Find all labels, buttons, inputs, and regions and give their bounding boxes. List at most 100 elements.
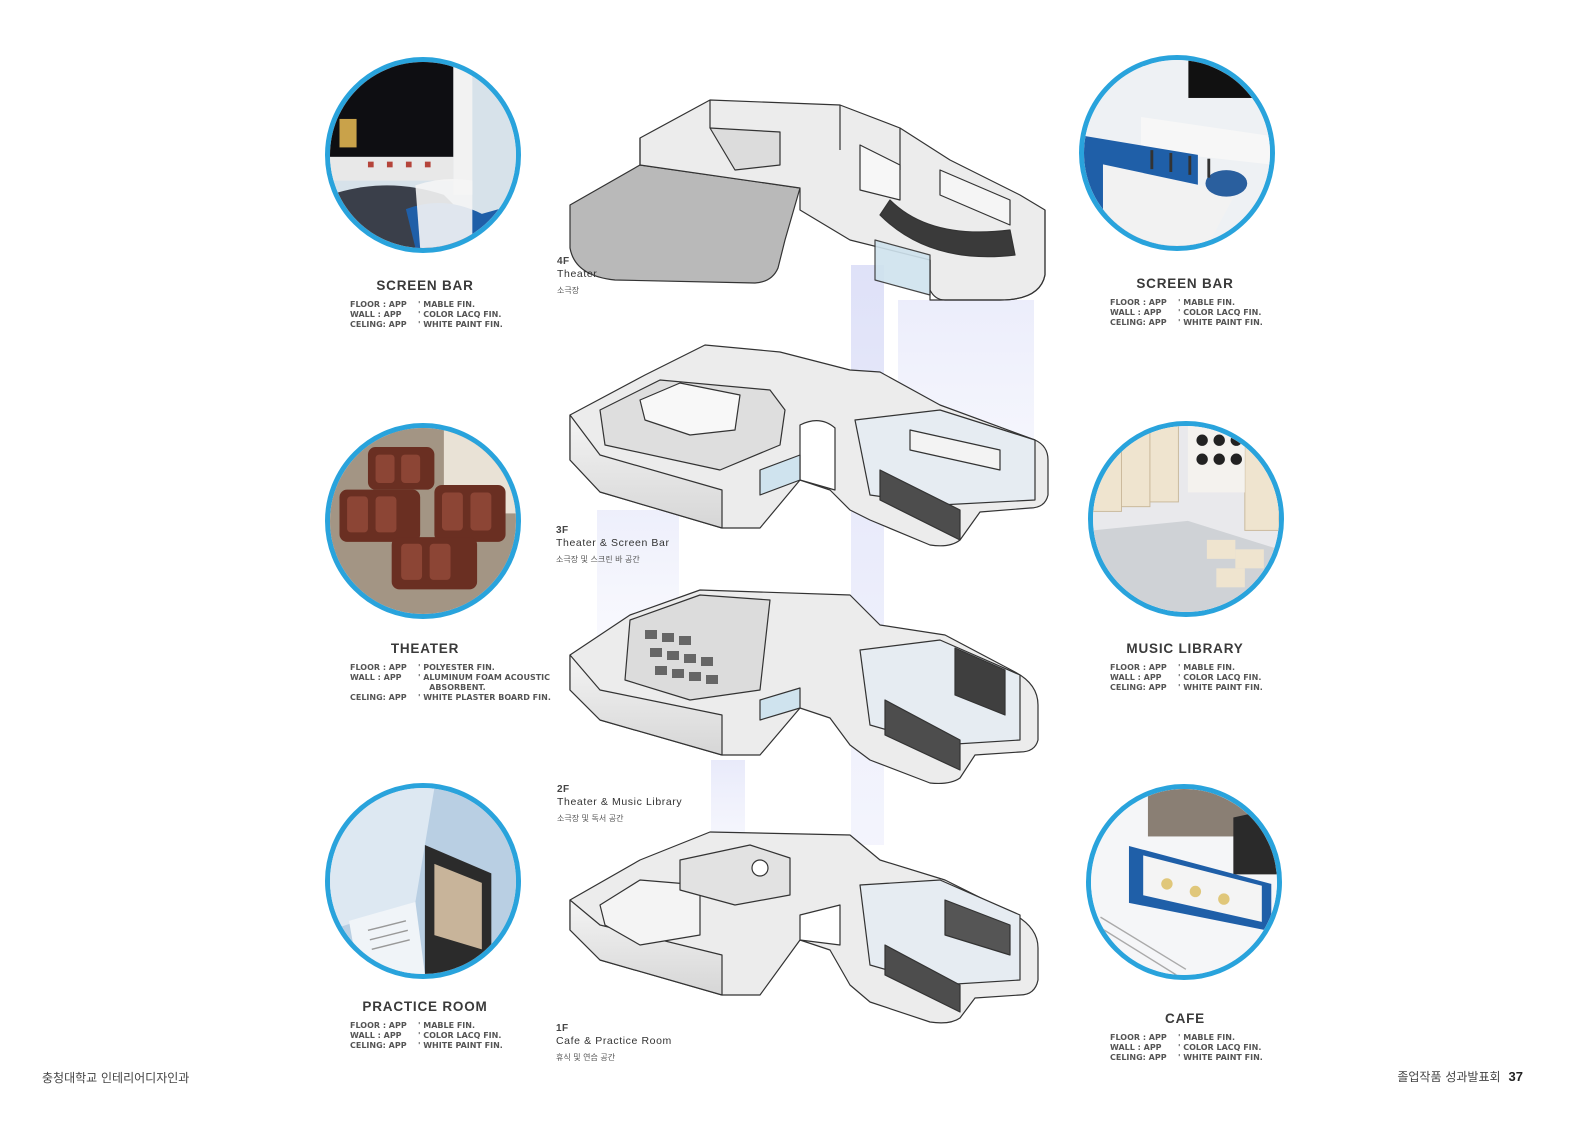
spec-music-library: MUSIC LIBRARY FLOOR : APP ' MABLE FIN. WA… bbox=[1085, 641, 1325, 693]
footer-event-title: 졸업작품 성과발표회 bbox=[1397, 1070, 1501, 1084]
floor-level: 2F bbox=[557, 784, 570, 795]
footer-event: 졸업작품 성과발표회 37 bbox=[1397, 1068, 1523, 1085]
spec-key: CELING: APP bbox=[1110, 318, 1167, 327]
floor-name-korean: 소극장 및 스크린 바 공간 bbox=[556, 555, 640, 564]
spec-key: FLOOR : APP bbox=[350, 1021, 407, 1030]
spec-row: FLOOR : APP ' MABLE FIN. bbox=[1110, 1033, 1325, 1043]
spec-key: WALL : APP bbox=[350, 310, 402, 319]
spec-value: ' COLOR LACQ FIN. bbox=[418, 1031, 502, 1040]
spec-key: WALL : APP bbox=[1110, 1043, 1162, 1052]
spec-key: WALL : APP bbox=[350, 673, 402, 682]
spec-row: CELING: APP ' WHITE PAINT FIN. bbox=[350, 320, 565, 330]
spec-row: ABSORBENT. bbox=[350, 683, 565, 693]
floor-level: 4F bbox=[557, 256, 570, 267]
spec-value: ' MABLE FIN. bbox=[1178, 298, 1236, 307]
spec-row: FLOOR : APP ' MABLE FIN. bbox=[350, 1021, 565, 1031]
spec-row: CELING: APP ' WHITE PAINT FIN. bbox=[1110, 683, 1325, 693]
image-screen-bar-4f bbox=[325, 57, 521, 253]
spec-value: ' COLOR LACQ FIN. bbox=[1178, 1043, 1262, 1052]
plan-1f bbox=[569, 831, 1039, 1024]
spec-practice-room: PRACTICE ROOM FLOOR : APP ' MABLE FIN. WA… bbox=[325, 999, 565, 1051]
spec-value: ' WHITE PAINT FIN. bbox=[1178, 1053, 1263, 1062]
spec-key: CELING: APP bbox=[350, 693, 407, 702]
footer-department: 충청대학교 인테리어디자인과 bbox=[42, 1071, 190, 1085]
image-theater bbox=[325, 423, 521, 619]
spec-title: PRACTICE ROOM bbox=[362, 999, 488, 1014]
floor-label-1f: 1F Cafe & Practice Room 휴식 및 연습 공간 bbox=[556, 1023, 672, 1063]
spec-value: ' ALUMINUM FOAM ACOUSTIC bbox=[418, 673, 551, 682]
spec-value: ' WHITE PAINT FIN. bbox=[418, 320, 503, 329]
spec-value: ' MABLE FIN. bbox=[418, 1021, 476, 1030]
spec-value: ABSORBENT. bbox=[418, 683, 486, 692]
spec-value: ' MABLE FIN. bbox=[1178, 663, 1236, 672]
spec-title: MUSIC LIBRARY bbox=[1126, 641, 1244, 656]
spec-title: SCREEN BAR bbox=[1136, 276, 1234, 291]
spec-key: FLOOR : APP bbox=[1110, 298, 1167, 307]
image-music-library bbox=[1088, 421, 1284, 617]
spec-value: ' WHITE PAINT FIN. bbox=[1178, 318, 1263, 327]
spec-key: CELING: APP bbox=[350, 1041, 407, 1050]
floor-label-4f: 4F Theater 소극장 bbox=[557, 256, 597, 296]
spec-key: WALL : APP bbox=[1110, 673, 1162, 682]
spec-key: FLOOR : APP bbox=[350, 300, 407, 309]
spec-key: CELING: APP bbox=[1110, 683, 1167, 692]
spec-value: ' POLYESTER FIN. bbox=[418, 663, 495, 672]
spec-row: CELING: APP ' WHITE PAINT FIN. bbox=[1110, 1053, 1325, 1063]
spec-key: WALL : APP bbox=[350, 1031, 402, 1040]
spec-value: ' COLOR LACQ FIN. bbox=[1178, 308, 1262, 317]
spec-row: FLOOR : APP ' MABLE FIN. bbox=[1110, 298, 1325, 308]
spec-key: WALL : APP bbox=[1110, 308, 1162, 317]
spec-screen-bar-left: SCREEN BAR FLOOR : APP ' MABLE FIN. WALL … bbox=[325, 278, 565, 330]
floor-level: 1F bbox=[556, 1023, 569, 1034]
spec-value: ' COLOR LACQ FIN. bbox=[1178, 673, 1262, 682]
spec-key: FLOOR : APP bbox=[350, 663, 407, 672]
floor-name: Theater bbox=[557, 268, 598, 280]
spec-key: CELING: APP bbox=[1110, 1053, 1167, 1062]
floor-label-3f: 3F Theater & Screen Bar 소극장 및 스크린 바 공간 bbox=[556, 525, 670, 565]
spec-value: ' COLOR LACQ FIN. bbox=[418, 310, 502, 319]
image-practice-room bbox=[325, 783, 521, 979]
spec-key: CELING: APP bbox=[350, 320, 407, 329]
spec-key: FLOOR : APP bbox=[1110, 1033, 1167, 1042]
spec-title: THEATER bbox=[390, 641, 460, 656]
spec-value: ' WHITE PAINT FIN. bbox=[418, 1041, 503, 1050]
spec-row: FLOOR : APP ' MABLE FIN. bbox=[1110, 663, 1325, 673]
floor-label-2f: 2F Theater & Music Library 소극장 및 독서 공간 bbox=[557, 784, 682, 824]
spec-value: ' WHITE PLASTER BOARD FIN. bbox=[418, 693, 551, 702]
plan-3f bbox=[569, 344, 1049, 547]
spec-row: CELING: APP ' WHITE PAINT FIN. bbox=[350, 1041, 565, 1051]
image-screen-bar-3f bbox=[1079, 55, 1275, 251]
spec-value: ' WHITE PAINT FIN. bbox=[1178, 683, 1263, 692]
spec-row: WALL : APP ' COLOR LACQ FIN. bbox=[1110, 1043, 1325, 1053]
spec-key: FLOOR : APP bbox=[1110, 663, 1167, 672]
floor-name-korean: 휴식 및 연습 공간 bbox=[556, 1053, 616, 1062]
spec-row: WALL : APP ' ALUMINUM FOAM ACOUSTIC bbox=[350, 673, 565, 683]
spec-row: FLOOR : APP ' MABLE FIN. bbox=[350, 300, 565, 310]
spec-screen-bar-right: SCREEN BAR FLOOR : APP ' MABLE FIN. WALL … bbox=[1085, 276, 1325, 328]
floor-name: Theater & Screen Bar bbox=[556, 537, 670, 549]
spec-theater: THEATER FLOOR : APP ' POLYESTER FIN. WALL… bbox=[325, 641, 565, 703]
spec-value: ' MABLE FIN. bbox=[1178, 1033, 1236, 1042]
spec-row: WALL : APP ' COLOR LACQ FIN. bbox=[350, 310, 565, 320]
plan-4f bbox=[569, 99, 1046, 301]
plan-2f bbox=[569, 589, 1039, 785]
floor-name-korean: 소극장 bbox=[557, 286, 580, 295]
spec-row: CELING: APP ' WHITE PAINT FIN. bbox=[1110, 318, 1325, 328]
spec-row: WALL : APP ' COLOR LACQ FIN. bbox=[350, 1031, 565, 1041]
floor-name: Cafe & Practice Room bbox=[556, 1035, 672, 1047]
spec-value: ' MABLE FIN. bbox=[418, 300, 476, 309]
spec-cafe: CAFE FLOOR : APP ' MABLE FIN. WALL : APP '… bbox=[1085, 1011, 1325, 1063]
spec-title: CAFE bbox=[1165, 1011, 1205, 1026]
spec-row: WALL : APP ' COLOR LACQ FIN. bbox=[1110, 673, 1325, 683]
spec-row: FLOOR : APP ' POLYESTER FIN. bbox=[350, 663, 565, 673]
floor-name: Theater & Music Library bbox=[557, 796, 683, 808]
light-beams bbox=[597, 265, 1034, 850]
page-number: 37 bbox=[1508, 1069, 1523, 1084]
floor-name-korean: 소극장 및 독서 공간 bbox=[557, 814, 624, 823]
spec-title: SCREEN BAR bbox=[376, 278, 474, 293]
spec-row: CELING: APP ' WHITE PLASTER BOARD FIN. bbox=[350, 693, 565, 703]
image-cafe bbox=[1086, 784, 1282, 980]
spec-row: WALL : APP ' COLOR LACQ FIN. bbox=[1110, 308, 1325, 318]
